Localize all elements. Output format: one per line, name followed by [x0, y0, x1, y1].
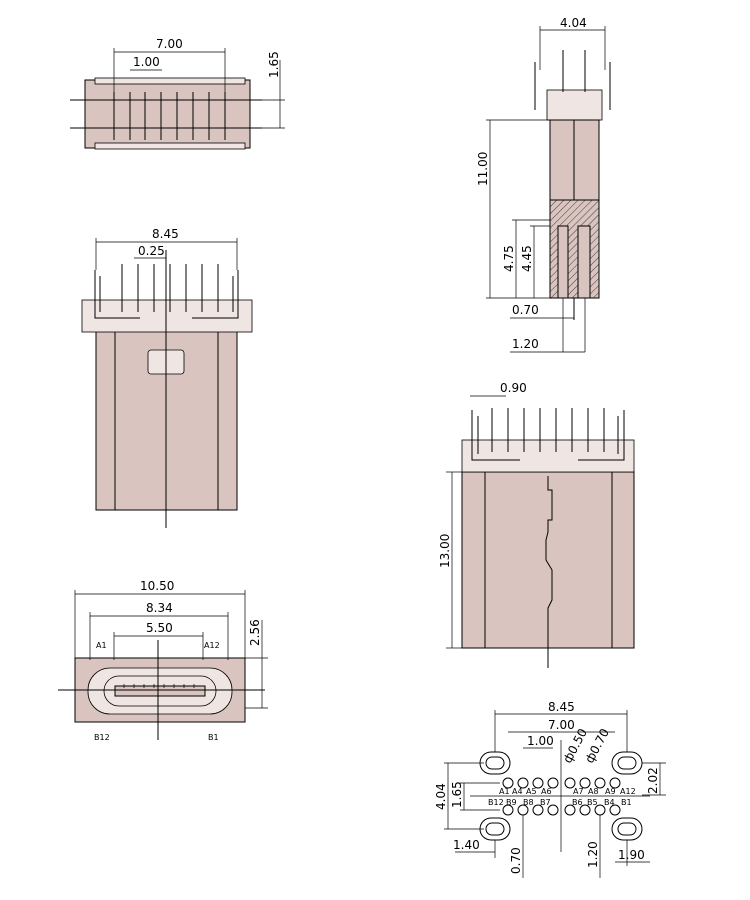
- row-b-4: B7: [540, 798, 551, 807]
- side-view-pins: [534, 50, 611, 110]
- row-a-7: A9: [605, 787, 616, 796]
- footprint-holes-row-b: [502, 804, 621, 816]
- top-view-pins: [113, 92, 226, 140]
- side-dim1-label: 0.70: [512, 303, 539, 317]
- top-height-label: 1.65: [267, 51, 281, 78]
- side-depth2-label: 4.45: [520, 245, 534, 272]
- plan-view-pins: [491, 408, 605, 452]
- end-pin-b1: B1: [208, 733, 219, 742]
- end-pin-a1: A1: [96, 641, 107, 650]
- top-width-label: 7.00: [156, 37, 183, 51]
- row-b-7: B4: [604, 798, 615, 807]
- end-slot-label: 5.50: [146, 621, 173, 635]
- row-a-1: A1: [499, 787, 510, 796]
- row-b-3: B8: [523, 798, 534, 807]
- fp-dim-070-label: 0.70: [509, 847, 523, 874]
- front-width-label: 8.45: [152, 227, 179, 241]
- fp-slot-w-right-label: 1.90: [618, 848, 645, 862]
- row-b-6: B5: [587, 798, 598, 807]
- fp-height-label: 4.04: [434, 783, 448, 810]
- fp-inner-label: 7.00: [548, 718, 575, 732]
- footprint-row-b-labels: B12 B9 B8 B7 B6 B5 B4 B1: [488, 798, 632, 807]
- fp-row-gap-label: 1.65: [450, 781, 464, 808]
- row-a-6: A8: [588, 787, 599, 796]
- row-a-4: A6: [541, 787, 552, 796]
- footprint-row-a-labels: A1 A4 A5 A6 A7 A8 A9 A12: [499, 787, 636, 796]
- row-a-8: A12: [620, 787, 636, 796]
- row-a-5: A7: [573, 787, 584, 796]
- front-view-pins: [121, 264, 219, 312]
- end-view-contacts: [123, 684, 195, 688]
- plan-pitch-label: 0.90: [500, 381, 527, 395]
- fp-width-label: 8.45: [548, 700, 575, 714]
- row-a-2: A4: [512, 787, 523, 796]
- plan-length-label: 13.00: [438, 534, 452, 568]
- front-pin-width-label: 0.25: [138, 244, 165, 258]
- top-pitch-label: 1.00: [133, 55, 160, 69]
- row-b-1: B12: [488, 798, 504, 807]
- end-pin-b12: B12: [94, 733, 110, 742]
- row-b-8: B1: [621, 798, 632, 807]
- end-view: 10.50 8.34 5.50 2.56 A1 A12 B12 B1: [58, 579, 268, 742]
- end-pin-a12: A12: [204, 641, 220, 650]
- side-length-label: 11.00: [476, 152, 490, 186]
- fp-pitch-label: 1.00: [527, 734, 554, 748]
- top-view: 7.00 1.00 1.65: [70, 37, 285, 150]
- side-width-label: 4.04: [560, 16, 587, 30]
- row-b-5: B6: [572, 798, 583, 807]
- footprint-view: A1 A4 A5 A6 A7 A8 A9 A12 B12 B9 B8 B7 B6…: [434, 700, 666, 878]
- side-view: 4.04 11.00 4.75 4.45 0.70 1.20: [476, 16, 611, 353]
- fp-slot-h-label: 2.02: [646, 767, 660, 794]
- fp-slot-w-left-label: 1.40: [453, 838, 480, 852]
- row-b-2: B9: [506, 798, 517, 807]
- end-height-label: 2.56: [248, 619, 262, 646]
- side-dim2-label: 1.20: [512, 337, 539, 351]
- fp-dim-120-label: 1.20: [586, 841, 600, 868]
- end-outer-label: 10.50: [140, 579, 174, 593]
- front-view: 8.45 0.25: [81, 227, 253, 528]
- footprint-holes-row-a: [502, 777, 621, 789]
- plan-view: 0.90 13.00: [438, 381, 635, 668]
- row-a-3: A5: [526, 787, 537, 796]
- side-depth1-label: 4.75: [502, 245, 516, 272]
- end-inner-label: 8.34: [146, 601, 173, 615]
